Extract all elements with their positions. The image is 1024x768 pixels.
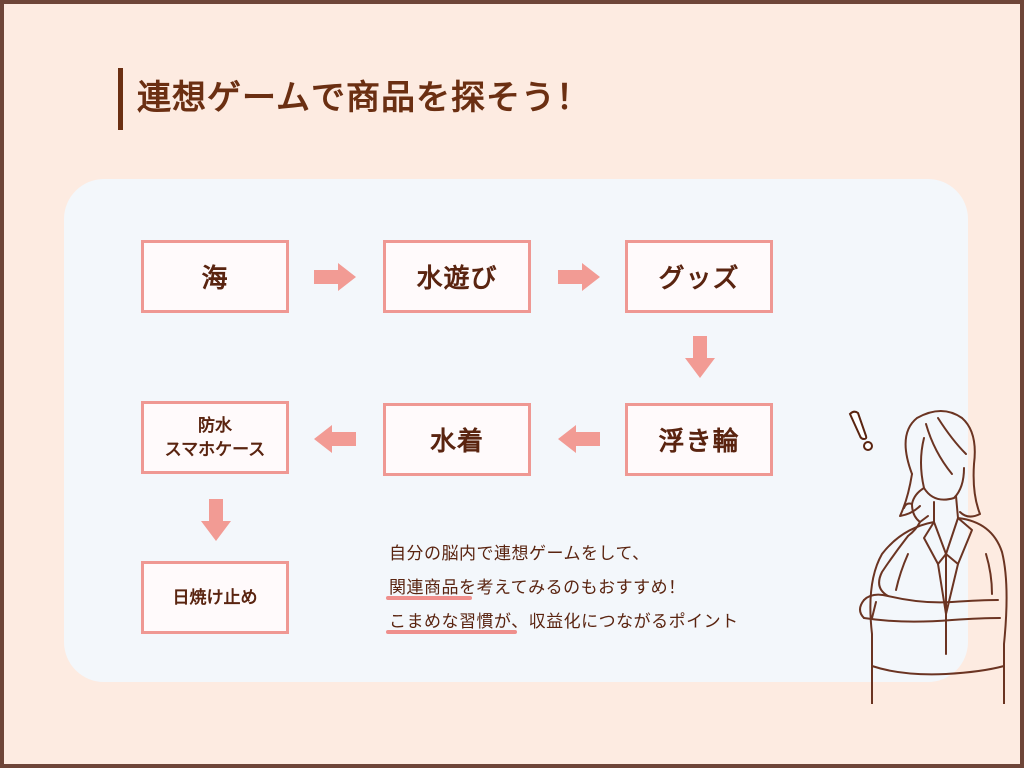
- highlight-underline: [386, 630, 517, 634]
- node-swimsuit: 水着: [383, 403, 531, 476]
- node-water-play: 水遊び: [383, 240, 531, 313]
- note-line: 自分の脳内で連想ゲームをして、: [389, 544, 650, 564]
- note-line: こまめな習慣が、収益化につながるポイント: [386, 606, 829, 640]
- node-water-play-label: 水遊び: [416, 264, 498, 294]
- node-waterproof-phone-case: 防水 スマホケース: [141, 401, 289, 474]
- arrow-right-icon: [314, 263, 356, 291]
- node-sea: 海: [141, 240, 289, 313]
- node-float-ring: 浮き輪: [625, 403, 773, 476]
- note-text: 自分の脳内で連想ゲームをして、 関連商品を考えてみるのもおすすめ！ こまめな習慣…: [386, 538, 829, 640]
- title-accent-bar: [118, 68, 123, 130]
- highlight-underline: [386, 596, 472, 600]
- arrow-down-icon: [201, 499, 231, 541]
- node-swimsuit-label: 水着: [429, 427, 484, 457]
- node-sea-label: 海: [201, 264, 229, 294]
- node-sunscreen: 日焼け止め: [141, 561, 289, 634]
- node-goods-label: グッズ: [658, 264, 740, 294]
- arrow-down-icon: [685, 336, 715, 378]
- node-waterproof-label: 防水: [197, 415, 232, 436]
- woman-illustration: [859, 410, 1008, 704]
- node-goods: グッズ: [625, 240, 773, 313]
- arrow-right-icon: [558, 263, 600, 291]
- node-phone-case-label: スマホケース: [164, 439, 266, 460]
- arrow-left-icon: [558, 425, 600, 453]
- arrow-left-icon: [314, 425, 356, 453]
- node-sunscreen-label: 日焼け止め: [172, 587, 258, 608]
- page-title: 連想ゲームで商品を探そう！: [137, 78, 591, 118]
- node-float-ring-label: 浮き輪: [658, 427, 740, 457]
- note-line: 関連商品を考えてみるのもおすすめ！: [386, 572, 829, 606]
- exclamation-icon: [848, 410, 873, 451]
